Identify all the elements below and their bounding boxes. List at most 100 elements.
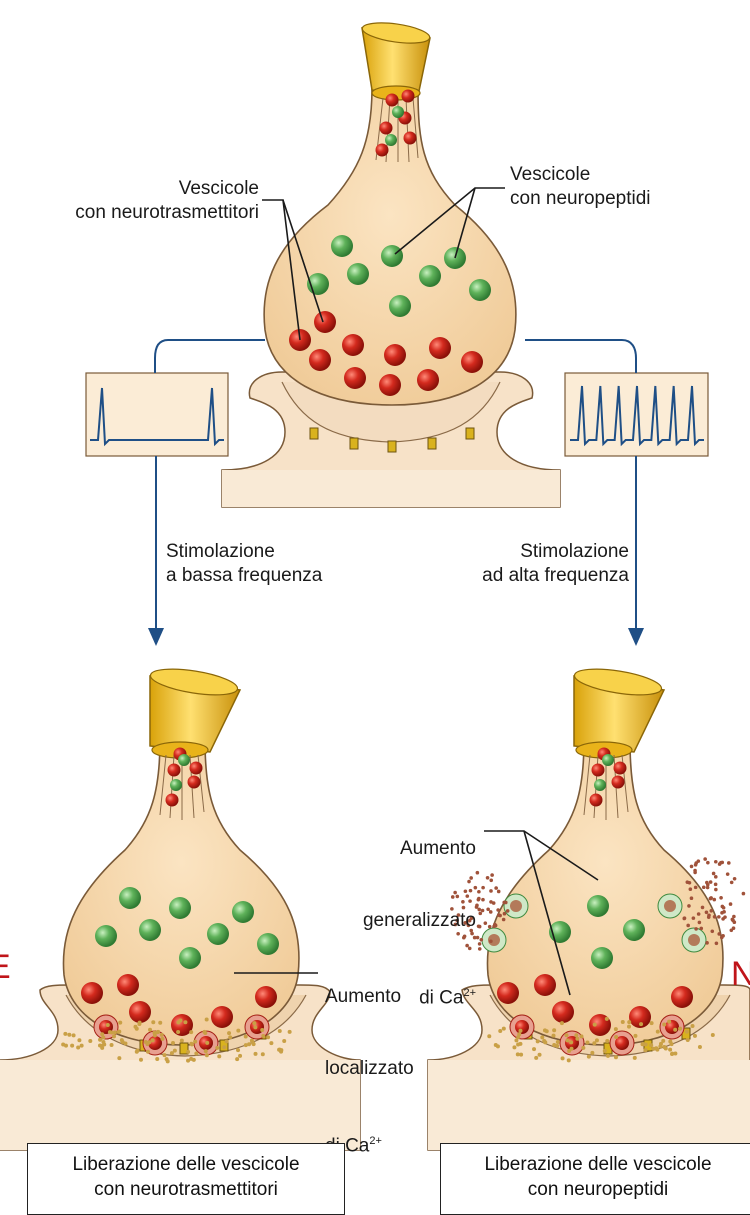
vesicle-neuropeptide-axon [178,754,190,766]
neuropeptide-dot [477,897,481,901]
neurotransmitter-dot [155,1057,159,1061]
neurotransmitter-dot [148,1028,152,1032]
neurotransmitter-dot [670,1052,674,1056]
neurotransmitter-dot [147,1040,151,1044]
vesicle-neuropeptide [207,923,229,945]
vesicle-neurotransmitter [552,1001,574,1023]
neurotransmitter-dot [251,1041,255,1045]
neurotransmitter-dot [139,1058,143,1062]
neurotransmitter-dot [236,1029,240,1033]
vesicle-neurotransmitter-axon [168,764,181,777]
neuropeptide-dot [486,907,490,911]
neurotransmitter-dot [205,1018,209,1022]
neuropeptide-dot [494,924,498,928]
neuropeptide-dot [730,928,734,932]
neurotransmitter-dot [76,1046,80,1050]
neurotransmitter-dot [160,1037,164,1041]
neuropeptide-dot [694,886,698,890]
neurotransmitter-dot [227,1031,231,1035]
neurotransmitter-dot [673,1028,677,1032]
neuropeptide-dot [498,914,502,918]
neurotransmitter-dot [567,1058,571,1062]
axon-myelin-top [361,19,431,100]
neurotransmitter-dot [514,1038,518,1042]
neurotransmitter-dot [171,1041,175,1045]
neuropeptide-dot [710,929,714,933]
neurotransmitter-dot [642,1042,646,1046]
neurotransmitter-dot [534,1056,538,1060]
neurotransmitter-dot [158,1021,162,1025]
caption-right: Liberazione delle vescicole con neuropep… [440,1143,750,1215]
neurotransmitter-dot [278,1048,282,1052]
neurotransmitter-dot [494,1043,498,1047]
neurotransmitter-dot [633,1034,637,1038]
neuropeptide-dot [720,911,724,915]
vesicle-neurotransmitter-axon [190,762,203,775]
neuropeptide-dot [709,880,713,884]
neurotransmitter-dot [643,1048,647,1052]
neuropeptide-dot [713,915,717,919]
neurotransmitter-dot [101,1035,105,1039]
neurotransmitter-dot [581,1046,585,1050]
neurotransmitter-dot [261,1052,265,1056]
neurotransmitter-dot [606,1054,610,1058]
neuropeptide-dot [478,912,482,916]
neurotransmitter-dot [170,1051,174,1055]
neuropeptide-dot [717,932,721,936]
neurotransmitter-dot [160,1033,164,1037]
neurotransmitter-dot [668,1048,672,1052]
edge-fragment-left: E [0,948,11,987]
neurotransmitter-dot [278,1029,282,1033]
neurotransmitter-dot [63,1032,67,1036]
neurotransmitter-dot [590,1051,594,1055]
neurotransmitter-dot [502,1027,506,1031]
neuropeptide-dot [477,908,481,912]
neurotransmitter-dot [693,1034,697,1038]
vesicle-neurotransmitter [342,334,364,356]
neurotransmitter-dot [166,1059,170,1063]
neurotransmitter-dot [668,1039,672,1043]
neurotransmitter-dot [552,1034,556,1038]
neuropeptide-dot [703,857,707,861]
neurotransmitter-dot [565,1033,569,1037]
neuropeptide-dot [719,896,723,900]
neurotransmitter-dot [112,1034,116,1038]
neurotransmitter-dot [235,1057,239,1061]
neuropeptide-dot [714,883,718,887]
vesicle-neurotransmitter [429,337,451,359]
neuropeptide-dot [714,860,718,864]
neurotransmitter-dot [189,1057,193,1061]
neurotransmitter-dot [194,1051,198,1055]
caption-left-text: Liberazione delle vescicole con neurotra… [28,1152,344,1202]
neurotransmitter-dot [186,1050,190,1054]
neurotransmitter-dot [593,1023,597,1027]
neurotransmitter-dot [605,1017,609,1021]
neuropeptide-dot [733,920,737,924]
neurotransmitter-dot [202,1030,206,1034]
neurotransmitter-dot [118,1021,122,1025]
neurotransmitter-dot [614,1055,618,1059]
neuropeptide-dot [742,892,746,896]
neurotransmitter-dot [614,1035,618,1039]
vesicle-neuropeptide [587,895,609,917]
neurotransmitter-dot [217,1054,221,1058]
vesicle-neuropeptide [419,265,441,287]
neuropeptide-dot [689,887,693,891]
vesicle-neurotransmitter [461,351,483,373]
neurotransmitter-dot [189,1042,193,1046]
neurotransmitter-dot [238,1054,242,1058]
neuropeptide-dot [721,917,725,921]
neurotransmitter-dot [561,1056,565,1060]
vesicle-neuropeptide [232,901,254,923]
neuropeptide-dot [477,924,481,928]
neuropeptide-dot [506,909,510,913]
vesicle-neuropeptide [257,933,279,955]
neurotransmitter-dot [247,1042,251,1046]
caption-left: Liberazione delle vescicole con neurotra… [27,1143,345,1215]
neurotransmitter-dot [266,1035,270,1039]
neuropeptide-dot [714,888,718,892]
neuropeptide-dot [706,883,710,887]
neurotransmitter-dot [77,1038,81,1042]
neurotransmitter-dot [135,1050,139,1054]
neuropeptide-dot [481,886,485,890]
